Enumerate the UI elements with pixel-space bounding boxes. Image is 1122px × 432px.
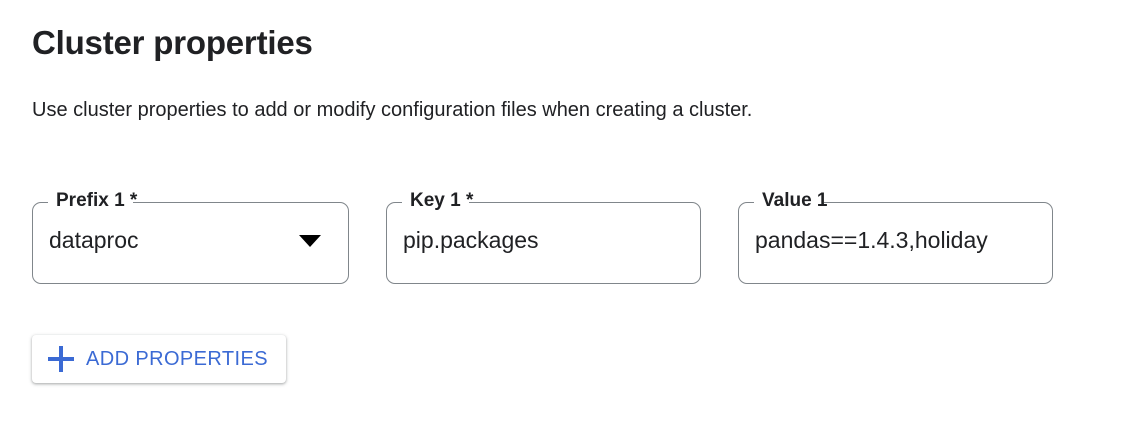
- add-properties-button[interactable]: ADD PROPERTIES: [32, 335, 286, 383]
- key-field-label: Key 1 *: [410, 190, 474, 211]
- chevron-down-icon[interactable]: [299, 235, 321, 247]
- page-description: Use cluster properties to add or modify …: [32, 99, 753, 121]
- key-field-value[interactable]: pip.packages: [403, 227, 539, 253]
- page-title: Cluster properties: [32, 24, 313, 61]
- prefix-field-label: Prefix 1 *: [56, 190, 138, 211]
- prefix-field-value[interactable]: dataproc: [49, 227, 139, 253]
- cluster-property-row: Prefix 1 * dataproc Key 1 * pip.packages…: [0, 190, 1122, 286]
- value-field-label: Value 1: [762, 190, 828, 211]
- value-text-field[interactable]: Value 1 pandas==1.4.3,holiday: [738, 190, 1053, 284]
- plus-icon: [48, 346, 74, 372]
- value-field-value[interactable]: pandas==1.4.3,holiday: [755, 227, 988, 253]
- prefix-select-field[interactable]: Prefix 1 * dataproc: [32, 190, 349, 284]
- key-text-field[interactable]: Key 1 * pip.packages: [386, 190, 701, 284]
- add-properties-button-label: ADD PROPERTIES: [86, 348, 268, 370]
